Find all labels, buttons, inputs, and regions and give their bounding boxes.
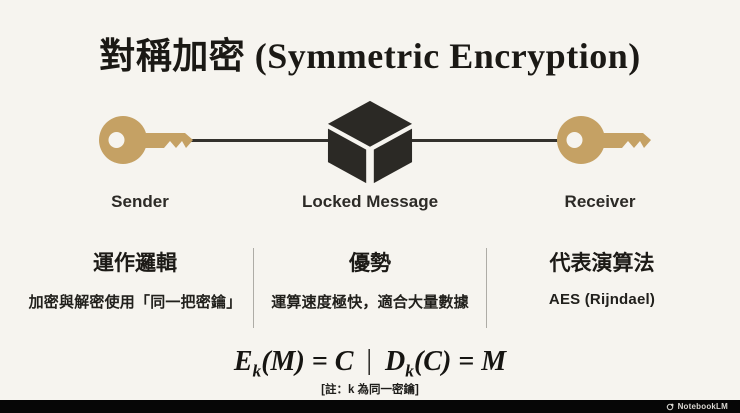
footer-bar: NotebookLM [0, 400, 740, 413]
formula-dec-sub: k [405, 361, 414, 381]
encryption-formula: Ek(M) = C|Dk(C) = M [0, 345, 740, 382]
column-operation-logic: 運作邏輯 加密與解密使用「同一把密鑰」 [10, 246, 260, 330]
column-description: AES (Rijndael) [548, 291, 656, 308]
column-divider [486, 248, 487, 328]
info-columns: 運作邏輯 加密與解密使用「同一把密鑰」 優勢 運算速度極快，適合大量數據 代表演… [0, 246, 740, 330]
key-icon-sender [98, 114, 194, 166]
column-description: 加密與解密使用「同一把密鑰」 [28, 294, 242, 311]
column-divider [253, 248, 254, 328]
column-advantage: 優勢 運算速度極快，適合大量數據 [260, 246, 480, 330]
page-title: 對稱加密 (Symmetric Encryption) [99, 36, 641, 76]
formula-enc-fn: E [233, 346, 253, 377]
column-heading: 運作邏輯 [93, 251, 177, 275]
formula-enc-sub: k [252, 361, 262, 381]
notebooklm-logo-icon [666, 403, 674, 411]
receiver-label: Receiver [564, 192, 636, 211]
key-icon-receiver [556, 114, 652, 166]
formula-dec-rest: (C) = M [413, 346, 507, 377]
column-description: 運算速度極快，適合大量數據 [271, 294, 469, 311]
locked-message-label: Locked Message [301, 192, 439, 211]
formula-dec-fn: D [385, 346, 406, 377]
formula-note: [註：k 為同一密鑰] [321, 384, 419, 396]
formula-separator: | [366, 345, 373, 376]
key-exchange-diagram: Sender Locked Message Receiver [98, 98, 652, 211]
column-heading: 代表演算法 [549, 251, 655, 275]
locked-cube-icon [327, 98, 413, 186]
connector-line-left [183, 139, 334, 142]
sender-label: Sender [111, 192, 169, 211]
connector-line-right [408, 139, 559, 142]
formula-enc-rest: (M) = C [261, 346, 354, 377]
column-algorithm: 代表演算法 AES (Rijndael) [492, 246, 712, 330]
column-heading: 優勢 [349, 251, 391, 275]
notebooklm-wordmark: NotebookLM [677, 401, 728, 411]
